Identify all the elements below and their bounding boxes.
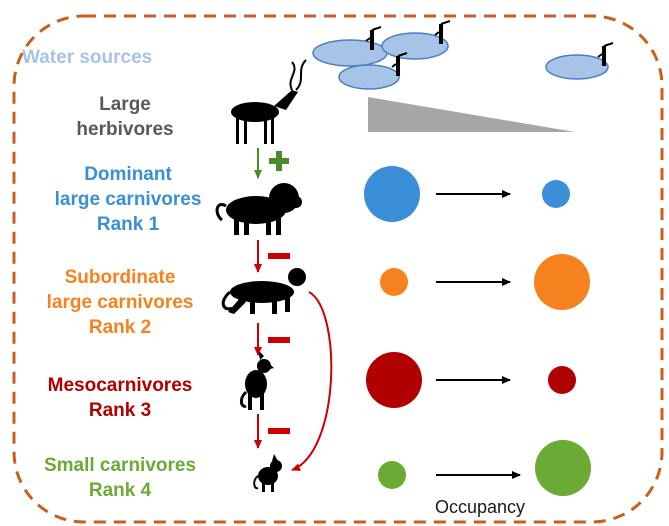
label-line: Rank 1 [96, 214, 160, 235]
mesocarnivores-label: Mesocarnivores Rank 3 [20, 373, 220, 423]
water-pump-icon [365, 26, 382, 50]
water-pool [338, 64, 400, 90]
label-line: Dominant [84, 164, 172, 185]
subordinate-carnivores-label: Subordinate large carnivores Rank 2 [20, 265, 220, 340]
dashed-frame [12, 14, 664, 524]
water-pump-icon [391, 52, 408, 76]
rank4-far-water-circle [535, 440, 591, 496]
label-line: Rank 2 [88, 317, 152, 338]
rank3-near-water-circle [366, 352, 422, 408]
label-line: Subordinate [64, 267, 176, 288]
label-line: large carnivores [46, 292, 194, 313]
water-pool [545, 54, 609, 80]
label-line: Rank 4 [88, 480, 152, 501]
kudu-icon [231, 59, 307, 144]
water-sources-text: Water sources [22, 47, 153, 68]
water-pool [381, 32, 449, 60]
jackal-icon [239, 350, 274, 410]
label-line: Rank 3 [88, 400, 152, 421]
minus-sign [268, 253, 290, 259]
rank2-far-water-circle [534, 254, 590, 310]
large-herbivores-label: Large herbivores [40, 92, 210, 142]
label-line: large carnivores [54, 189, 202, 210]
label-line: Small carnivores [43, 455, 197, 476]
rank2-near-water-circle [380, 268, 408, 296]
water-pump-icon [434, 20, 451, 44]
small-carnivore-icon [253, 454, 282, 492]
rank1-near-water-circle [364, 166, 420, 222]
water-sources-label: Water sources [22, 45, 222, 70]
rank1-far-water-circle [542, 180, 570, 208]
occupancy-label: Occupancy [434, 497, 526, 517]
lion-icon [215, 183, 302, 235]
water-pump-icon [597, 42, 614, 66]
distance-gradient-wedge [368, 97, 575, 132]
water-pool [312, 39, 388, 67]
rank4-near-water-circle [378, 461, 406, 489]
minus-sign [268, 337, 290, 343]
label-line: Large [99, 94, 151, 115]
plus-sign [269, 151, 289, 171]
label-line: Mesocarnivores [47, 375, 193, 396]
small-carnivores-label: Small carnivores Rank 4 [20, 453, 220, 503]
water-sources-group [312, 20, 614, 90]
dominant-carnivores-label: Dominant large carnivores Rank 1 [28, 162, 228, 237]
label-line: herbivores [76, 119, 174, 140]
subordinate-to-small-arrow [291, 291, 333, 471]
rank3-far-water-circle [548, 366, 576, 394]
minus-sign [268, 428, 290, 434]
leopard-icon [221, 268, 306, 314]
